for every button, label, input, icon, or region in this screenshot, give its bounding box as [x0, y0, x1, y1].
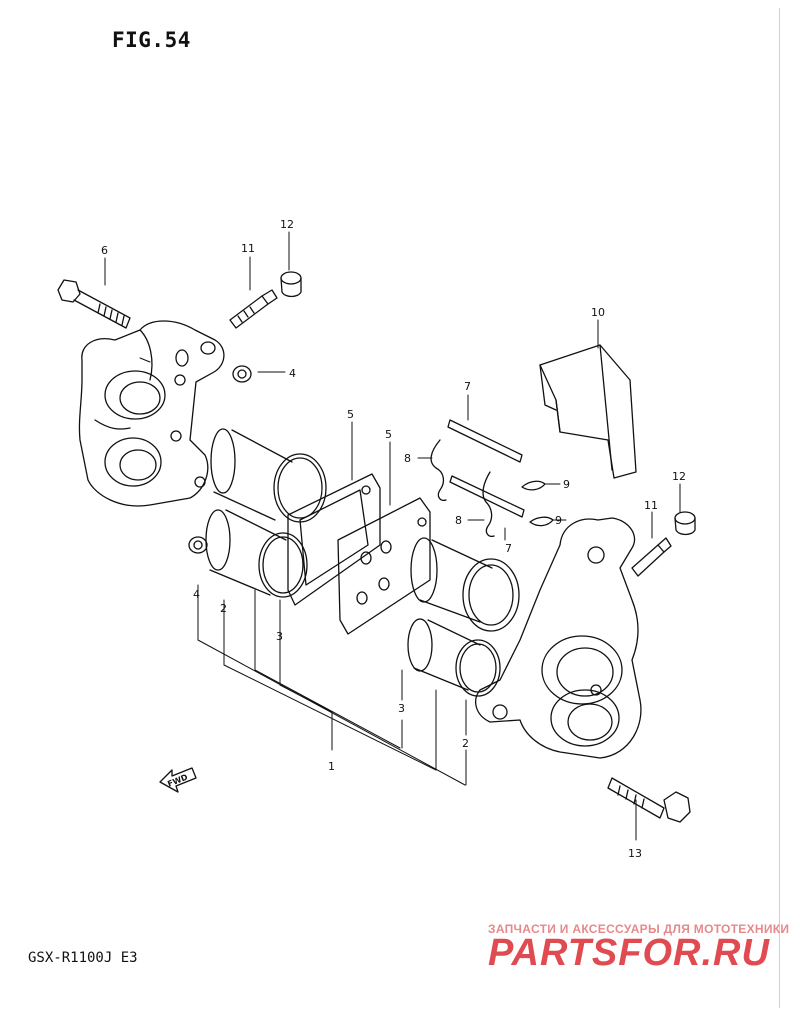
caliper-bolt-6	[57, 279, 131, 329]
pad-pin-7-upper	[447, 419, 523, 463]
bleeder-cap-12-top	[280, 271, 302, 298]
pin-clip-9-upper	[521, 480, 546, 491]
callout-11b: 11	[644, 499, 658, 512]
watermark-tagline: ЗАПЧАСТИ И АКСЕССУАРЫ ДЛЯ МОТОТЕХНИКИ	[488, 922, 790, 936]
pad-pin-7-lower	[449, 475, 525, 518]
right-piston-lower	[407, 618, 501, 697]
callout-2b: 2	[462, 737, 469, 750]
bleeder-valve-11-top	[229, 289, 278, 329]
callout-5a: 5	[347, 408, 354, 421]
right-caliper-half	[475, 517, 642, 759]
brake-pad-5-left	[287, 473, 381, 606]
pad-spring-8-upper	[430, 439, 447, 502]
washer-4-lower	[188, 536, 208, 554]
caliper-bolt-13	[607, 777, 691, 823]
bleeder-valve-11-right	[631, 537, 672, 577]
bleeder-cap-12-right	[674, 511, 696, 536]
brake-pad-5-right	[337, 497, 431, 635]
leader-lines	[104, 231, 681, 841]
callout-13: 13	[628, 847, 642, 860]
callout-3b: 3	[398, 702, 405, 715]
callout-7a: 7	[464, 380, 471, 393]
callout-3a: 3	[276, 630, 283, 643]
fwd-arrow-icon	[159, 767, 197, 793]
figure-title: FIG.54	[112, 28, 191, 52]
pad-spring-8-lower	[482, 471, 495, 538]
callout-10: 10	[591, 306, 605, 319]
callout-11a: 11	[241, 242, 255, 255]
callout-6: 6	[101, 244, 108, 257]
frame-edge	[779, 8, 780, 1008]
callout-4a: 4	[289, 367, 296, 380]
callout-1: 1	[328, 760, 335, 773]
callout-5b: 5	[385, 428, 392, 441]
callout-8a: 8	[404, 452, 411, 465]
callout-12a: 12	[280, 218, 294, 231]
pin-clip-9-lower	[529, 516, 554, 527]
callout-4b: 4	[193, 588, 200, 601]
watermark-logo: PARTSFOR.RU	[488, 932, 770, 974]
model-label: GSX-R1100J E3	[28, 950, 138, 966]
left-piston-upper	[210, 428, 327, 523]
callout-9a: 9	[563, 478, 570, 491]
washer-4-top	[232, 365, 252, 383]
left-piston-lower	[205, 509, 308, 598]
callout-7b: 7	[505, 542, 512, 555]
callout-8b: 8	[455, 514, 462, 527]
left-caliper-half	[78, 320, 225, 507]
pad-cover-10	[539, 344, 637, 479]
callout-2a: 2	[220, 602, 227, 615]
callout-9b: 9	[555, 514, 562, 527]
callout-12b: 12	[672, 470, 686, 483]
right-piston-upper	[410, 537, 520, 632]
